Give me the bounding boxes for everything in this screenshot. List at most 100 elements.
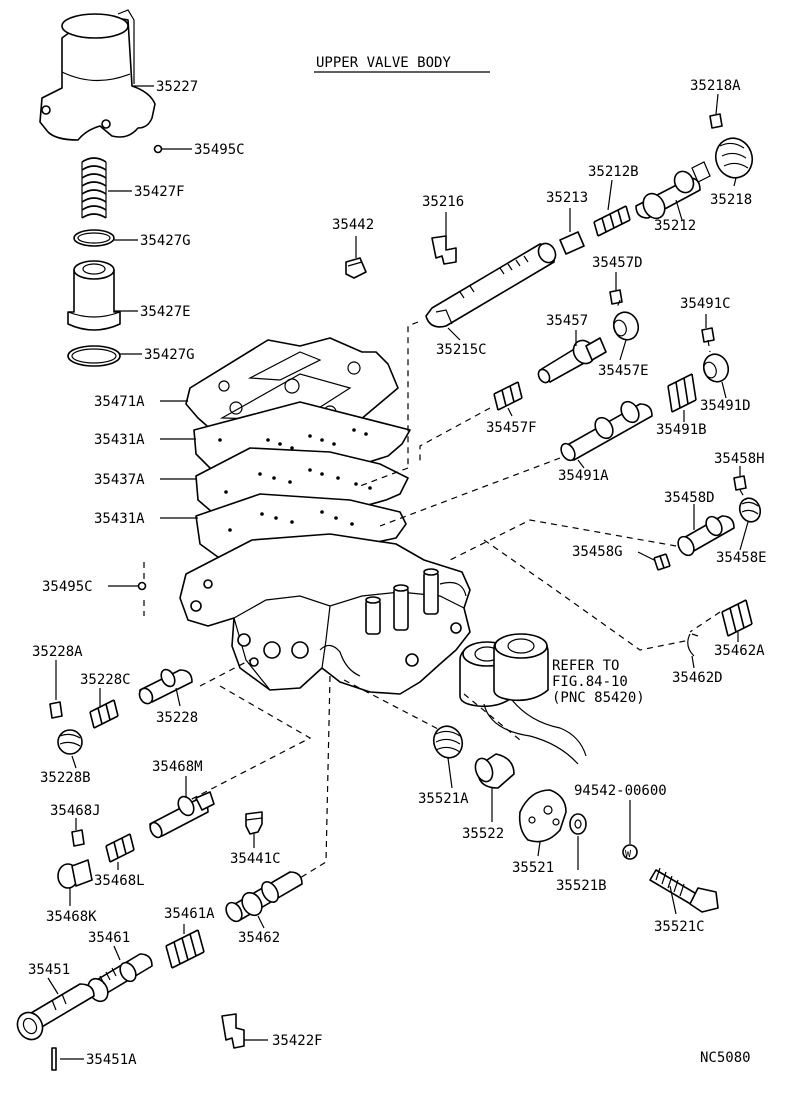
label-35457F: 35457F [486, 420, 537, 436]
reference-note-line3: (PNC 85420) [552, 690, 645, 706]
part-35215C-sleeve [425, 242, 557, 328]
label-35462D: 35462D [672, 670, 723, 686]
label-35471A: 35471A [94, 394, 145, 410]
reference-note-line1: REFER TO [552, 658, 619, 674]
label-35427G-b: 35427G [144, 347, 195, 363]
label-35213: 35213 [546, 190, 588, 206]
part-35451A-pin [51, 1047, 57, 1071]
leader-lines [47, 85, 749, 1060]
part-35521B-washer [569, 813, 587, 835]
part-35457F-spring [493, 381, 523, 411]
part-35521-solenoid [518, 789, 567, 843]
label-35212: 35212 [654, 218, 696, 234]
label-35521: 35521 [512, 860, 554, 876]
part-35228A-clip [49, 701, 63, 719]
part-35462A-spring [721, 599, 753, 637]
diagram-title: UPPER VALVE BODY [316, 55, 451, 71]
part-35462-valve [225, 871, 303, 923]
part-35468K-plug [57, 859, 93, 889]
label-35215C: 35215C [436, 342, 487, 358]
label-35468L: 35468L [94, 873, 145, 889]
label-35457: 35457 [546, 313, 588, 329]
label-35468K: 35468K [46, 909, 97, 925]
label-35431A-a: 35431A [94, 432, 145, 448]
part-35451-sleeve [16, 983, 95, 1041]
part-35521A-spring [432, 725, 464, 759]
part-35495C-ball-top [153, 144, 163, 154]
part-35468M-valve [149, 791, 215, 839]
label-35218A: 35218A [690, 78, 741, 94]
svg-text:W: W [625, 849, 632, 860]
part-35442-check-ball [345, 257, 367, 279]
label-35427E: 35427E [140, 304, 191, 320]
label-35427G-a: 35427G [140, 233, 191, 249]
label-35522: 35522 [462, 826, 504, 842]
part-35462D-clip [687, 633, 699, 657]
part-35468L-spring [105, 833, 135, 863]
label-35442: 35442 [332, 217, 374, 233]
part-35458E-plug [738, 497, 762, 523]
part-35521C-bolt [649, 867, 719, 913]
label-35491B: 35491B [656, 422, 707, 438]
solenoid-assembly-reference [459, 633, 587, 765]
label-35495C-mid: 35495C [42, 579, 93, 595]
part-35522-plunger [474, 753, 515, 789]
label-35457E: 35457E [598, 363, 649, 379]
label-35216: 35216 [422, 194, 464, 210]
label-35458E: 35458E [716, 550, 767, 566]
label-35462A: 35462A [714, 643, 765, 659]
label-35457D: 35457D [592, 255, 643, 271]
label-35212B: 35212B [588, 164, 639, 180]
part-35461-valve [87, 953, 153, 1003]
part-35218-plug [714, 137, 754, 179]
label-35461: 35461 [88, 930, 130, 946]
label-35458G: 35458G [572, 544, 623, 560]
label-35491A: 35491A [558, 468, 609, 484]
part-35212B-spring [593, 205, 631, 237]
part-35458D-valve [677, 515, 735, 557]
figure-code: NC5080 [700, 1050, 751, 1066]
label-35521A: 35521A [418, 791, 469, 807]
part-35212-valve [635, 161, 711, 220]
part-35228-valve [138, 668, 193, 705]
label-35228B: 35228B [40, 770, 91, 786]
label-35458H: 35458H [714, 451, 765, 467]
part-35458G-spring [653, 553, 671, 571]
part-35491C-clip [701, 327, 715, 343]
part-35457E-plug [612, 311, 640, 341]
label-35451: 35451 [28, 962, 70, 978]
label-35441C: 35441C [230, 851, 281, 867]
label-35228A: 35228A [32, 644, 83, 660]
part-35227-accumulator-cover [39, 9, 156, 141]
part-35491A-valve [560, 400, 653, 462]
part-35491B-spring [667, 373, 697, 413]
assembly-guide-lines [143, 299, 747, 879]
label-35462: 35462 [238, 930, 280, 946]
part-35468J-clip [71, 829, 85, 847]
label-35451A: 35451A [86, 1052, 137, 1068]
label-35228C: 35228C [80, 672, 131, 688]
part-35461A-spring [165, 929, 205, 969]
label-35491D: 35491D [700, 398, 751, 414]
label-35422F: 35422F [272, 1033, 323, 1049]
part-35228C-spring [89, 699, 119, 729]
label-35228: 35228 [156, 710, 198, 726]
upper-valve-body-casting [179, 533, 471, 695]
part-35422F-retainer [221, 1013, 245, 1049]
part-94542-00600-washer: W [622, 844, 638, 860]
label-35227: 35227 [156, 79, 198, 95]
part-labels: 35227 35495C 35427F 35427G 35427E 35427G… [28, 78, 767, 1068]
part-35457-valve [537, 337, 607, 384]
part-35427G-oring-lower [67, 345, 121, 367]
label-35468M: 35468M [152, 759, 203, 775]
part-35427F-spring [81, 157, 107, 219]
part-35216-retainer [431, 235, 457, 265]
part-35491D-plug [702, 353, 730, 383]
label-94542-00600: 94542-00600 [574, 783, 667, 799]
label-35458D: 35458D [664, 490, 715, 506]
part-35427E-piston [67, 260, 121, 331]
part-35458H-clip [733, 475, 747, 491]
label-35521C: 35521C [654, 919, 705, 935]
label-35437A: 35437A [94, 472, 145, 488]
